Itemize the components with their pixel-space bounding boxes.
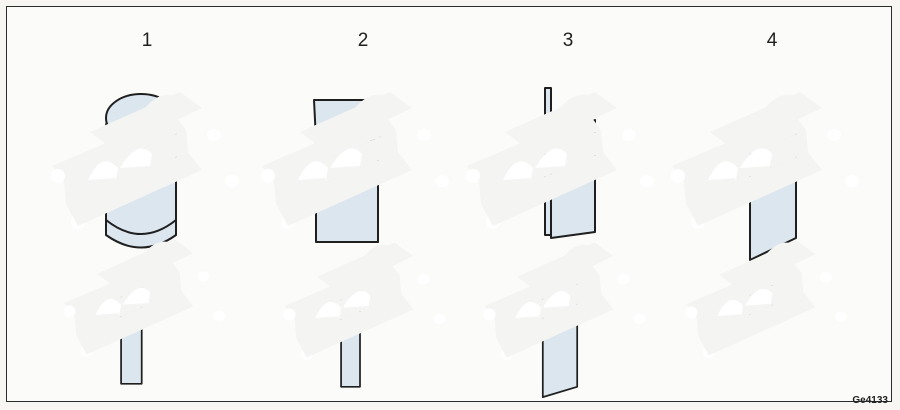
column-number-3: 3 — [562, 30, 574, 51]
column-number-1: 1 — [141, 30, 153, 51]
clamp-angle-iron-large — [466, 87, 665, 239]
clamp-square-tube-small — [283, 242, 455, 388]
column-number-2: 2 — [357, 30, 369, 51]
figure-code: Ge4133 — [852, 395, 888, 406]
clamp-round-tube-large — [51, 92, 250, 249]
clamp-flat-bar-small — [685, 240, 857, 359]
column-number-4: 4 — [766, 30, 778, 51]
clamp-square-tube-large — [261, 92, 460, 243]
clamp-round-tube-small — [63, 239, 235, 385]
clamp-angle-iron-small — [483, 242, 655, 398]
clamp-flat-bar-large — [671, 92, 870, 261]
